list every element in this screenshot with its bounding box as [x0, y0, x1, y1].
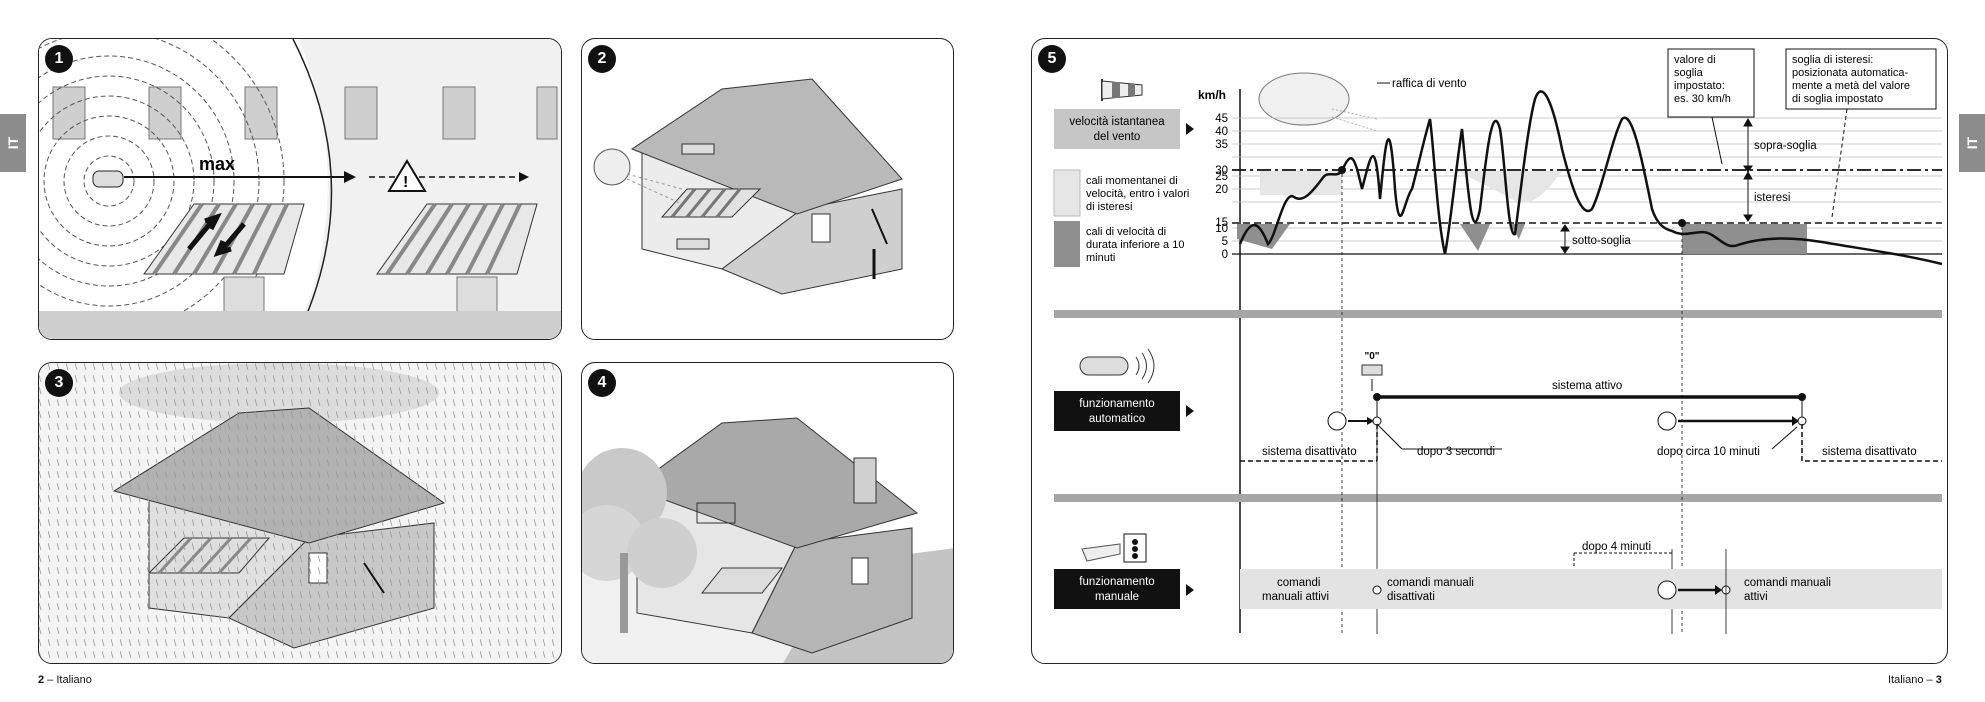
svg-text:funzionamento: funzionamento	[1079, 398, 1154, 410]
svg-text:cali momentanei di: cali momentanei di	[1086, 175, 1178, 187]
svg-text:sopra-soglia: sopra-soglia	[1754, 140, 1817, 152]
wind-speed-curve	[1238, 90, 1943, 266]
manual-mode-box	[1054, 569, 1180, 609]
label-gust: raffica di vento	[1392, 78, 1467, 90]
legend-swatch-short	[1054, 221, 1080, 267]
svg-text:"0": "0"	[1364, 351, 1379, 362]
timer-icon	[1657, 411, 1677, 431]
panel-number: 4	[588, 369, 616, 397]
svg-text:durata inferiore a 10: durata inferiore a 10	[1086, 239, 1184, 251]
svg-text:manuale: manuale	[1095, 591, 1139, 603]
svg-text:soglia: soglia	[1674, 67, 1704, 79]
timer-icon	[1657, 580, 1677, 600]
svg-text:!: !	[403, 174, 408, 191]
callout-hysteresis	[1785, 48, 1937, 110]
svg-text:comandi manuali: comandi manuali	[1744, 577, 1831, 589]
footer-left: 2 – Italiano	[38, 674, 92, 686]
svg-text:dopo 4 minuti: dopo 4 minuti	[1582, 541, 1651, 553]
svg-text:es. 30 km/h: es. 30 km/h	[1674, 93, 1731, 105]
panel-number: 5	[1038, 45, 1066, 73]
label-max: max	[199, 154, 235, 174]
illustration-wind-range: max !	[39, 39, 561, 339]
svg-text:posizionata automatica-: posizionata automatica-	[1792, 67, 1909, 79]
svg-text:isteresi: isteresi	[1754, 192, 1790, 204]
svg-text:sistema disattivato: sistema disattivato	[1262, 446, 1357, 458]
panel-1-wind-range: 1 max !	[38, 38, 562, 340]
panel-4-house-tree: 4	[581, 362, 954, 664]
panel-2-house-sensor: 2	[581, 38, 954, 340]
sensor-icon	[1079, 348, 1155, 384]
axis-unit: km/h	[1198, 88, 1226, 102]
panel-number: 3	[45, 369, 73, 397]
svg-text:40: 40	[1215, 126, 1228, 138]
svg-text:di isteresi: di isteresi	[1086, 201, 1132, 213]
svg-text:15: 15	[1215, 217, 1228, 229]
svg-text:impostato:: impostato:	[1674, 80, 1725, 92]
language-tab-left: IT	[0, 114, 26, 172]
wind-timing-diagram: velocità istantanea del vento cali momen…	[1053, 48, 1943, 634]
illustration-house-tree	[582, 417, 953, 663]
svg-text:sotto-soglia: sotto-soglia	[1572, 235, 1631, 247]
svg-text:dopo circa 10 minuti: dopo circa 10 minuti	[1657, 446, 1760, 458]
svg-text:comandi: comandi	[1277, 577, 1320, 589]
language-tab-right: IT	[1959, 114, 1985, 172]
panel-5-wind-diagram: 5 velocità istantanea del vento cali mom…	[1031, 38, 1948, 664]
svg-text:automatico: automatico	[1089, 413, 1145, 425]
svg-text:30: 30	[1215, 165, 1228, 177]
illustration-house-rain	[39, 363, 561, 663]
svg-text:cali di velocità di: cali di velocità di	[1086, 226, 1166, 238]
svg-text:sistema attivo: sistema attivo	[1552, 380, 1622, 392]
svg-text:soglia di isteresi:: soglia di isteresi:	[1792, 54, 1873, 66]
svg-text:35: 35	[1215, 139, 1228, 151]
arrow-right-icon	[1186, 123, 1194, 135]
svg-text:comandi manuali: comandi manuali	[1387, 577, 1474, 589]
panel-number: 2	[588, 45, 616, 73]
manual-band	[1240, 569, 1942, 609]
panel-number: 1	[45, 45, 73, 73]
svg-text:10: 10	[1215, 223, 1228, 235]
illustration-house	[593, 78, 903, 295]
svg-text:del vento: del vento	[1094, 131, 1141, 143]
panel-3-house-rain: 3	[38, 362, 562, 664]
legend-instant-speed	[1054, 109, 1180, 149]
svg-text:attivi: attivi	[1744, 591, 1768, 603]
footer-right: Italiano – 3	[1888, 674, 1942, 686]
svg-text:manuali attivi: manuali attivi	[1262, 591, 1329, 603]
svg-text:funzionamento: funzionamento	[1079, 576, 1154, 588]
svg-text:5: 5	[1222, 236, 1228, 248]
hand-control-icon	[1081, 533, 1147, 563]
svg-text:45: 45	[1215, 113, 1228, 125]
auto-mode-box	[1054, 391, 1180, 431]
svg-text:di soglia impostato: di soglia impostato	[1792, 93, 1883, 105]
svg-text:mente a metà del valore: mente a metà del valore	[1792, 80, 1910, 92]
svg-text:velocità istantanea: velocità istantanea	[1069, 116, 1165, 128]
y-tick-labels: 45 40 35 30 25 20 15 10 5 0	[1215, 113, 1228, 261]
svg-text:20: 20	[1215, 184, 1228, 196]
svg-text:25: 25	[1215, 171, 1228, 183]
svg-text:dopo 3 secondi: dopo 3 secondi	[1417, 446, 1495, 458]
callout-threshold	[1667, 48, 1755, 118]
windsock-icon	[1101, 79, 1143, 101]
svg-text:0: 0	[1222, 249, 1228, 261]
svg-text:disattivati: disattivati	[1387, 591, 1435, 603]
svg-text:sistema disattivato: sistema disattivato	[1822, 446, 1917, 458]
legend-swatch-brief	[1053, 169, 1081, 217]
timer-icon	[1327, 411, 1347, 431]
svg-text:valore di: valore di	[1674, 54, 1716, 66]
svg-text:minuti: minuti	[1086, 252, 1115, 264]
svg-text:velocità, entro i valori: velocità, entro i valori	[1086, 188, 1189, 200]
